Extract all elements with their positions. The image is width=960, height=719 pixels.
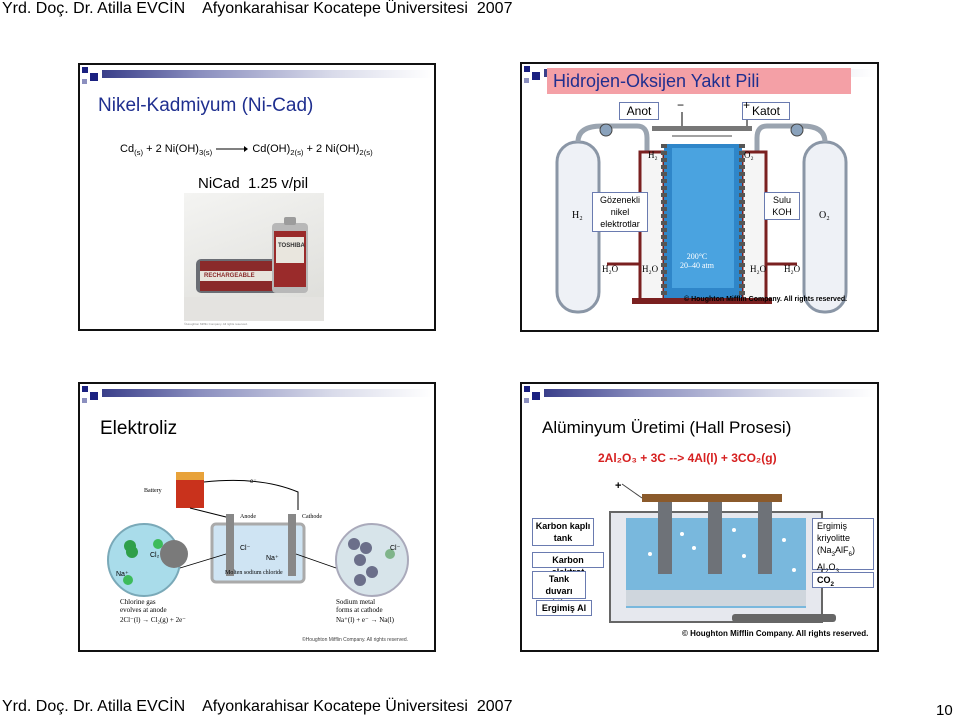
o2-top-label: O₂ (744, 150, 754, 160)
na-ion-label: Na⁺ (116, 571, 129, 578)
battery-illustration (184, 217, 324, 321)
label-cryolite: Ergimiş kriyolitte (Na3AlF6) Al2O3 (812, 518, 874, 575)
slide-fuel-cell: Hidrojen-Oksijen Yakıt Pili Anot Katot −… (520, 62, 879, 332)
h2o-left-out-label: H₂O (642, 264, 659, 274)
voltage-label: NiCad 1.25 v/pil (198, 175, 309, 192)
footer-university: Afyonkarahisar Kocatepe Üniversitesi (202, 698, 468, 715)
cathode-label: Katot (742, 102, 790, 120)
footer-author: Yrd. Doç. Dr. Atilla EVCİN (2, 698, 186, 715)
cl2-label: Cl₂ (150, 552, 160, 559)
label-tank: Karbon kaplı tank (532, 518, 594, 546)
minus-sign: − (677, 98, 685, 112)
left-caption-line1: Chlorine gas (120, 598, 156, 606)
condition-temperature: 200°C (686, 252, 708, 261)
h2-top-label: H₂ (648, 150, 658, 160)
slide-title: Alüminyum Üretimi (Hall Prosesi) (542, 418, 792, 437)
electrolysis-diagram (107, 472, 409, 597)
diagram-copyright: © Houghton Mifflin Company. All rights r… (682, 629, 869, 638)
h2-tank-label: H₂ (572, 210, 583, 221)
condition-pressure: 20–40 atm (680, 261, 714, 270)
left-equation: 2Cl⁻(l) → Cl₂(g) + 2e⁻ (120, 616, 186, 624)
anode-label: Anode (240, 514, 256, 520)
right-caption-line2: forms at cathode (336, 606, 383, 614)
right-caption: Sodium metal forms at cathode Na⁺(l) + e… (336, 598, 394, 624)
label-co2: CO2 (812, 572, 874, 588)
battery-text: RECHARGEABLE (204, 273, 255, 279)
anode-label: Anot (619, 102, 659, 120)
battery-label: Battery (144, 488, 162, 494)
slide-decoration (80, 384, 434, 410)
h2o-left-label: H₂O (602, 264, 619, 274)
slide-title: Hidrojen-Oksijen Yakıt Pili (547, 68, 851, 94)
battery-photo: TOSHIBA RECHARGEABLE (184, 193, 324, 321)
cl-ion-label: Cl⁻ (240, 545, 251, 552)
top-header: Yrd. Doç. Dr. Atilla EVCİN Afyonkarahisa… (2, 0, 512, 18)
page-number: 10 (936, 702, 953, 719)
header-university: Afyonkarahisar Kocatepe Üniversitesi (202, 0, 468, 17)
reaction-arrow-icon (216, 146, 249, 153)
electrolyte-label: Sulu KOH (764, 192, 800, 220)
h2o-right-out-label: H₂O (784, 264, 801, 274)
o2-tank-label: O₂ (819, 210, 830, 221)
electrode-label: Gözenekli nikel elektrotlar (592, 192, 648, 232)
left-caption-line2: evolves at anode (120, 606, 167, 614)
label-wall: Tank duvarı yalıtkan (532, 571, 586, 608)
plus-sign: + (743, 98, 751, 112)
conditions: 200°C 20–40 atm (680, 252, 714, 270)
cl-ion-label-2: Cl⁻ (390, 545, 401, 552)
na-ion-label-2: Na⁺ (266, 555, 279, 562)
plus-sign: + (615, 480, 622, 492)
diagram-copyright: ©Houghton Mifflin Company. All rights re… (302, 637, 409, 643)
header-author: Yrd. Doç. Dr. Atilla EVCİN (2, 0, 186, 17)
photo-copyright: ©Houghton Mifflin Company. All rights re… (184, 322, 248, 326)
header-year: 2007 (476, 0, 513, 17)
right-caption-line1: Sodium metal (336, 598, 376, 606)
h2o-right-label: H₂O (750, 264, 767, 274)
slide-decoration (80, 65, 434, 91)
battery-brand: TOSHIBA (278, 243, 305, 249)
footer-year: 2007 (476, 698, 513, 715)
label-electrode: Karbon elektrot (532, 552, 604, 577)
fuel-cell-diagram (555, 112, 848, 314)
slide-decoration (522, 384, 877, 410)
right-equation: Na⁺(l) + e⁻ → Na(l) (336, 616, 394, 624)
label-molten-al: Ergimiş Al (536, 600, 592, 616)
reaction-equation: Cd(s) + 2 Ni(OH)3(s) Cd(OH)2(s) + 2 Ni(O… (120, 143, 373, 158)
cathode-label: Cathode (302, 514, 322, 520)
electron-label-top: e⁻ (250, 479, 257, 485)
hall-cell-diagram (609, 483, 836, 623)
bottom-footer: Yrd. Doç. Dr. Atilla EVCİN Afyonkarahisa… (2, 698, 512, 716)
slide-elektroliz: Elektroliz Battery e⁻ Anode Cathode Molt… (78, 382, 436, 652)
slide-title: Elektroliz (100, 418, 178, 439)
left-caption: Chlorine gas evolves at anode 2Cl⁻(l) → … (120, 598, 186, 624)
melt-label: Molten sodium chloride (225, 570, 283, 576)
slide-title: Nikel-Kadmiyum (Ni-Cad) (98, 95, 314, 116)
hall-equation: 2Al₂O₃ + 3C --> 4Al(l) + 3CO₂(g) (598, 451, 777, 465)
slide-nicad: Nikel-Kadmiyum (Ni-Cad) Cd(s) + 2 Ni(OH)… (78, 63, 436, 331)
slide-hall-process: Alüminyum Üretimi (Hall Prosesi) 2Al₂O₃ … (520, 382, 879, 652)
diagram-copyright: © Houghton Mifflin Company. All rights r… (684, 296, 848, 303)
